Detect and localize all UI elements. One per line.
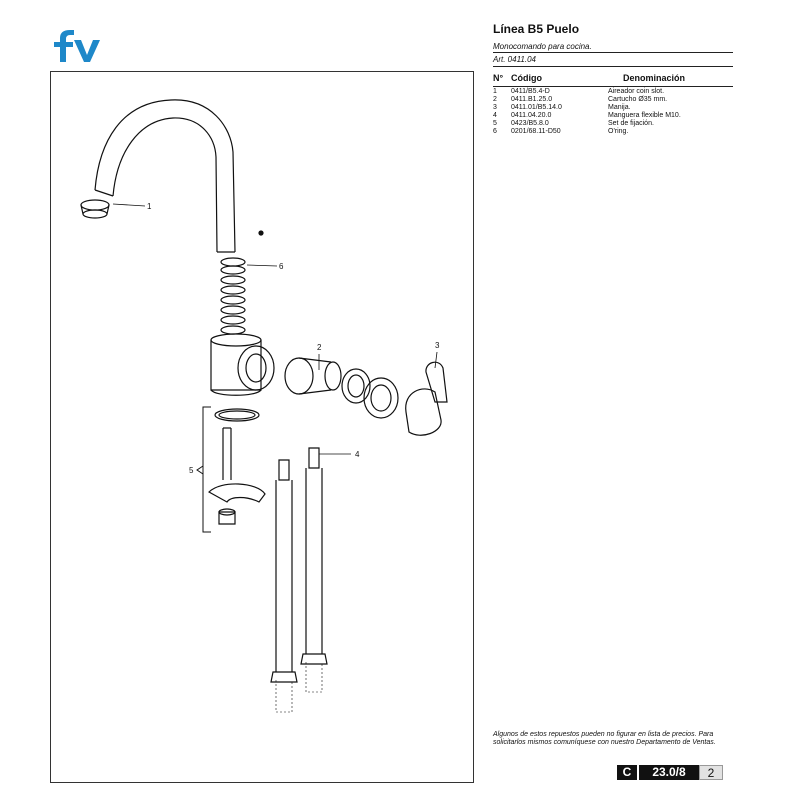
ring-drawing (341, 368, 371, 404)
part-code: 0423/B5.8.0 (511, 120, 549, 127)
document-header: Línea B5 Puelo Monocomando para cocina. (493, 22, 733, 51)
part-code: 0411.04.20.0 (511, 112, 552, 119)
header-divider-1 (493, 52, 733, 53)
part-name: Aireador coin slot. (608, 88, 665, 95)
cartridge-drawing (284, 357, 342, 395)
page-subtitle: Monocomando para cocina. (493, 42, 592, 51)
part-code: 0411/B5.4-D (511, 88, 550, 95)
fixing-set-drawing (208, 408, 266, 525)
part-number: 5 (493, 120, 497, 127)
handle-drawing (405, 361, 448, 436)
callout-4: 4 (355, 450, 360, 459)
section-letter: C (617, 765, 637, 780)
article-number: Art. 0411.04 (493, 55, 536, 64)
page-footer: C 23.0/8 2 (617, 765, 723, 780)
body-drawing (210, 333, 275, 396)
callout-2: 2 (317, 343, 322, 352)
callout-3: 3 (435, 341, 440, 350)
callout-1: 1 (147, 202, 152, 211)
leader-lines (112, 203, 438, 455)
part-code: 0201/68.11-D50 (511, 128, 561, 135)
fv-logo (50, 24, 102, 64)
part-number: 2 (493, 96, 497, 103)
table-header-divider (493, 86, 733, 87)
part-code: 0411.B1.25.0 (511, 96, 553, 103)
table-row: 3 0411.01/B5.14.0 Manija. (493, 104, 733, 112)
table-row: 1 0411/B5.4-D Aireador coin slot. (493, 88, 733, 96)
table-row: 4 0411.04.20.0 Manguera flexible M10. (493, 112, 733, 120)
spout-drawing (94, 99, 236, 253)
availability-note: Algunos de estos repuestos pueden no fig… (493, 731, 716, 746)
col-name-header: Denominación (623, 73, 686, 83)
page-title: Línea B5 Puelo (493, 22, 580, 36)
fv-logo-mark (54, 30, 100, 62)
part-name: Set de fijación. (608, 120, 654, 127)
part-number: 4 (493, 112, 497, 119)
part-name: Cartucho Ø35 mm. (608, 96, 668, 103)
table-row: 5 0423/B5.8.0 Set de fijación. (493, 120, 733, 128)
callout-5: 5 (189, 466, 194, 475)
part-name: Manguera flexible M10. (608, 112, 681, 119)
aerator-drawing (80, 199, 110, 219)
parts-table: 1 0411/B5.4-D Aireador coin slot. 2 0411… (493, 88, 733, 136)
table-row: 6 0201/68.11-D50 O'ring. (493, 128, 733, 136)
col-code-header: Código (511, 73, 542, 83)
hoses-drawing (270, 447, 328, 683)
bracket-5-drawing (196, 406, 211, 533)
exploded-diagram: 1 2 3 4 5 6 (50, 71, 474, 783)
header-divider-2 (493, 66, 733, 67)
part-number: 1 (493, 88, 497, 95)
part-number: 3 (493, 104, 497, 111)
page-number: 2 (699, 765, 723, 780)
part-number: 6 (493, 128, 497, 135)
section-number: 23.0/8 (639, 765, 699, 780)
table-row: 2 0411.B1.25.0 Cartucho Ø35 mm. (493, 96, 733, 104)
part-name: O'ring. (608, 128, 629, 135)
col-number-header: N° (493, 73, 504, 83)
orings-drawing (220, 257, 246, 335)
faucet-drawing: 1 2 3 4 5 6 (80, 99, 448, 713)
small-ball (258, 230, 264, 236)
callout-6: 6 (279, 262, 284, 271)
cap-drawing (363, 377, 399, 419)
part-code: 0411.01/B5.14.0 (511, 104, 562, 111)
part-name: Manija. (608, 104, 631, 111)
